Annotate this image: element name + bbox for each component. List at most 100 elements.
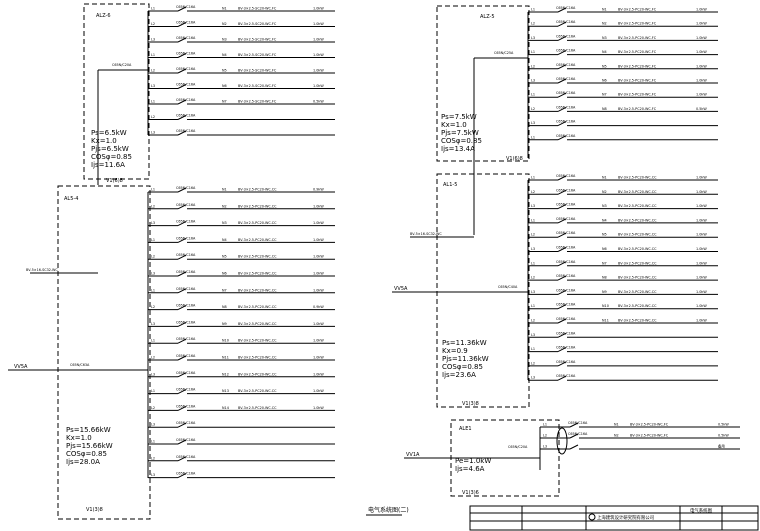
- circuit-number: N10: [222, 339, 229, 343]
- breaker-contact: [177, 53, 187, 58]
- circuit-number: N2: [222, 22, 227, 26]
- phase-label: L1: [151, 53, 155, 57]
- cable-spec: BV-3×2.5-PC20-WC.FC: [618, 36, 657, 40]
- param-pe: Pe=1.0kW: [455, 457, 491, 465]
- load-rating: 0.5kW: [313, 100, 324, 104]
- breaker-label: C65N/C16A: [556, 260, 576, 264]
- breaker-contact: [177, 355, 187, 361]
- breaker-contact: [557, 361, 567, 367]
- panel-al5-4: AL5-4 V1(3)8 BV-5×16-SC32-WC VV5A C65N/C…: [8, 185, 335, 520]
- cable-spec: BV-3×2.5-PC20-WC.FC: [618, 107, 657, 111]
- phase-label: L2: [531, 64, 535, 68]
- load-rating: 1.0kW: [696, 319, 707, 323]
- phase-label: L2: [151, 356, 155, 360]
- param-pjs: Pjs=15.66kW: [66, 442, 113, 450]
- cable-spec: BV-3×2.5-PC20-WC.CC: [238, 188, 277, 192]
- cable-spec: BV-3×2.5-PC20-WC.CC: [618, 319, 657, 323]
- load-rating: 1.0kW: [696, 290, 707, 294]
- cable-spec: BV-3×2.5-PC20-WC.FC: [630, 423, 669, 427]
- circuit-number: N10: [602, 304, 609, 308]
- breaker-contact: [177, 187, 187, 193]
- cable-spec: BV-3×2.5-PC20-WC.CC: [618, 276, 657, 280]
- panel-params: Ps=7.5kW Kx=1.0 Pjs=7.5kW COSφ=0.85 Ijs=…: [441, 113, 482, 153]
- param-cos: COSφ=0.85: [441, 137, 482, 145]
- breaker-contact: [557, 189, 567, 195]
- breaker-label: C65N/C16A: [176, 304, 196, 308]
- param-kx: Kx=0.9: [442, 347, 468, 355]
- phase-label: L2: [531, 107, 535, 111]
- breaker-contact: [557, 64, 567, 70]
- load-rating: 1.0kW: [696, 93, 707, 97]
- phase-label: L3: [151, 38, 155, 42]
- circuit-number: N3: [602, 204, 607, 208]
- panel-name: AL1-5: [443, 182, 457, 188]
- breaker-label: C65N/C16A: [176, 404, 196, 408]
- circuit-number: N5: [222, 255, 227, 259]
- breaker-contact: [177, 338, 187, 344]
- panel-boundary: [57, 185, 151, 520]
- phase-label: L3: [531, 36, 535, 40]
- breaker-label: C65N/C16A: [556, 105, 576, 109]
- breaker-label: C65N/C16A: [176, 388, 196, 392]
- load-rating: 1.0kW: [696, 79, 707, 83]
- phase-label: L1: [531, 347, 535, 351]
- phase-label: L1: [543, 423, 547, 427]
- cable-spec: BV-3×2.5-PC20-WC.CC: [618, 204, 657, 208]
- breaker-label: C65N/C16A: [176, 270, 196, 274]
- cable-spec: BV-3×2.5-SC20-WC.FC: [238, 38, 277, 42]
- panel-bottom-label: V1(3)8: [462, 401, 479, 407]
- main-breaker-label: C65N/C40A: [498, 285, 518, 289]
- breaker-contact: [177, 22, 187, 27]
- load-rating: 1.0kW: [313, 272, 324, 276]
- breaker-contact: [557, 318, 567, 324]
- phase-label: L3: [543, 445, 547, 449]
- circuit-number: N13: [222, 389, 229, 393]
- param-ijs: Ijs=13.4A: [441, 145, 475, 153]
- breaker-label: C65N/C16A: [556, 246, 576, 250]
- panel-params: Ps=11.36kW Kx=0.9 Pjs=11.36kW COSφ=0.85 …: [442, 339, 489, 379]
- phase-label: L3: [151, 272, 155, 276]
- breaker-label: C65N/C16A: [176, 203, 196, 207]
- breaker-label: C65N/C16A: [556, 188, 576, 192]
- drawing-name: 电气系统图: [690, 507, 713, 514]
- circuit-number: N6: [602, 247, 607, 251]
- breaker-contact: [177, 271, 187, 277]
- breaker-label: C65N/C16A: [176, 455, 196, 459]
- phase-label: L2: [531, 361, 535, 365]
- circuit-number: N8: [602, 276, 607, 280]
- phase-label: L1: [151, 238, 155, 242]
- cable-spec: BV-3×2.5-SC20-WC.FC: [238, 22, 277, 26]
- breaker-contact: [177, 99, 187, 105]
- breaker-contact: [177, 84, 187, 89]
- circuit-number: N7: [602, 261, 607, 265]
- breaker-label: C65N/C16A: [568, 432, 588, 436]
- breaker-contact: [177, 405, 187, 411]
- breaker-label: C65N/C16A: [556, 6, 576, 10]
- phase-label: L3: [531, 333, 535, 337]
- breaker-label: C65N/C16A: [556, 34, 576, 38]
- load-rating: 1.0kW: [696, 204, 707, 208]
- phase-label: L3: [151, 221, 155, 225]
- breaker-contact: [557, 204, 567, 210]
- breaker-contact: [557, 7, 567, 13]
- circuit-number: N7: [602, 93, 607, 97]
- panel-bottom-label: V1(3)8: [86, 507, 103, 513]
- circuit-number: N4: [222, 53, 227, 57]
- param-ps: Ps=7.5kW: [441, 113, 477, 121]
- phase-label: L2: [543, 434, 547, 438]
- panel-bottom-label: V1(6)8: [506, 156, 523, 162]
- breaker-label: C65N/C16A: [176, 83, 196, 87]
